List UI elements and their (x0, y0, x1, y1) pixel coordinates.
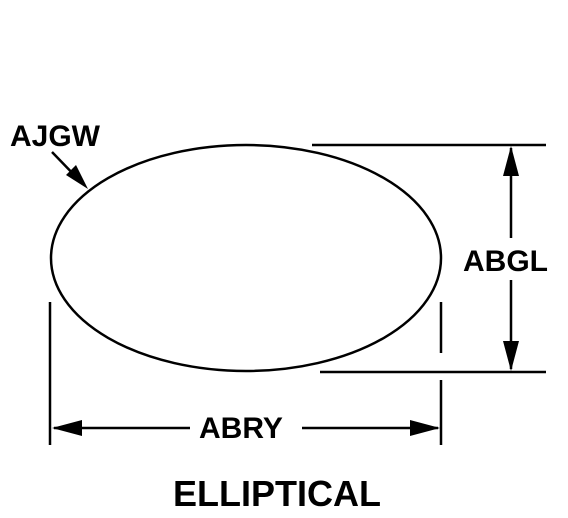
edge-label: AJGW (10, 120, 101, 153)
height-arrowhead-top (503, 146, 519, 176)
edge-leader-arrowhead (66, 165, 88, 189)
width-label: ABRY (199, 412, 283, 445)
height-label: ABGL (463, 245, 548, 278)
shape-caption: ELLIPTICAL (173, 473, 381, 514)
ellipse-outline (49, 143, 443, 373)
width-arrowhead-left (52, 420, 82, 436)
height-arrowhead-bottom (503, 341, 519, 371)
width-arrowhead-right (410, 420, 440, 436)
